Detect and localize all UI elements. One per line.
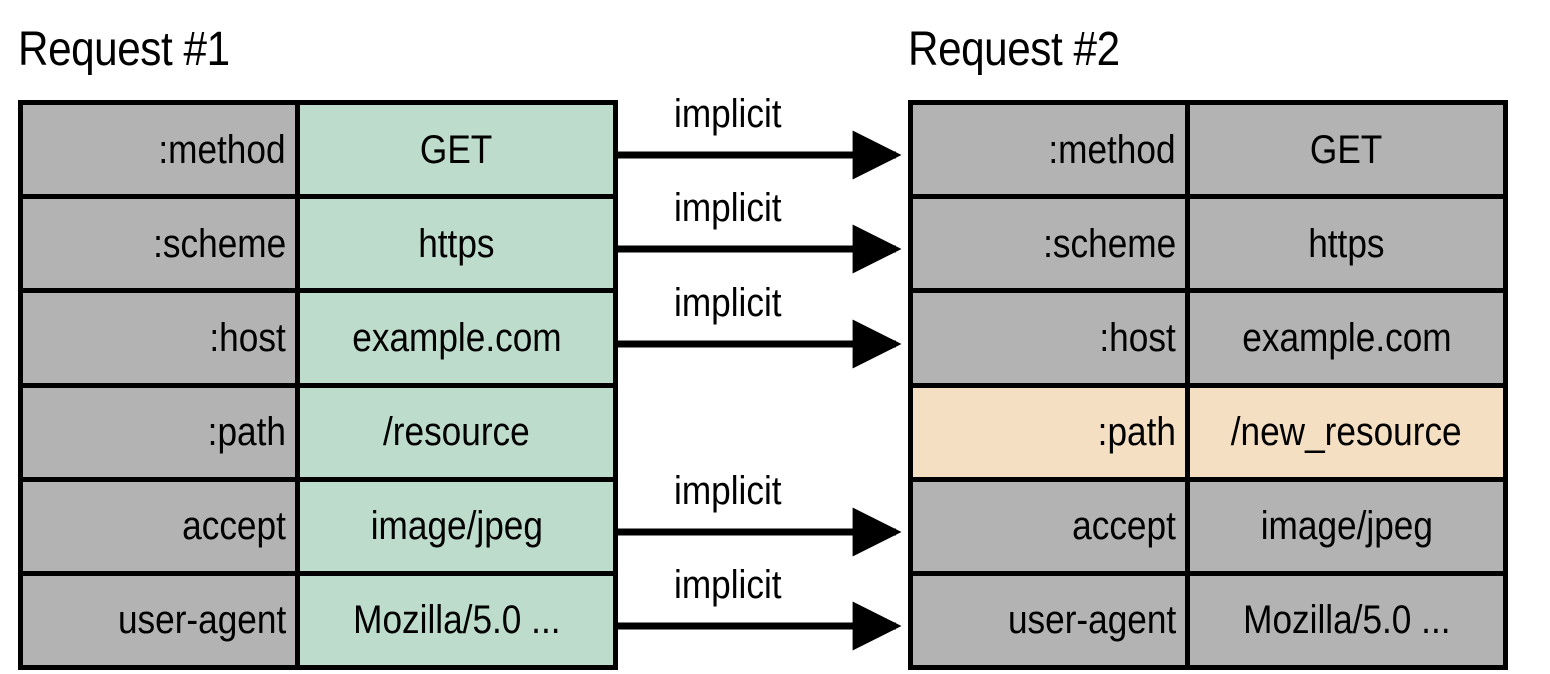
header-name-cell: :method: [23, 105, 300, 195]
header-value-text: GET: [420, 127, 493, 172]
header-name-text: :host: [209, 315, 286, 360]
implicit-label-accept: implicit: [674, 469, 782, 513]
implicit-label-method: implicit: [674, 92, 782, 136]
header-name-text: :scheme: [152, 221, 286, 266]
header-name-text: :path: [207, 410, 286, 455]
header-name-text: accept: [182, 504, 286, 549]
header-value-cell: GET: [300, 105, 613, 195]
header-value-text: Mozilla/5.0 ...: [352, 598, 561, 643]
table-row: accept image/jpeg: [23, 481, 613, 576]
header-value-cell: example.com: [300, 293, 613, 383]
header-name-cell: :host: [23, 293, 300, 383]
header-value-cell: Mozilla/5.0 ...: [1190, 575, 1503, 666]
implicit-label-scheme: implicit: [674, 186, 782, 230]
header-name-text: accept: [1072, 504, 1176, 549]
header-value-cell: image/jpeg: [300, 481, 613, 571]
page-title-request-1: Request #1: [18, 23, 230, 76]
table-row: user-agent Mozilla/5.0 ...: [913, 575, 1503, 666]
header-table-request-1: :method GET :scheme https :host example.…: [18, 100, 618, 670]
table-row: user-agent Mozilla/5.0 ...: [23, 575, 613, 666]
header-name-cell: accept: [23, 481, 300, 571]
header-value-cell: example.com: [1190, 293, 1503, 383]
implicit-label-host: implicit: [674, 281, 782, 325]
table-row: :method GET: [913, 105, 1503, 200]
header-value-text: GET: [1310, 127, 1383, 172]
header-value-text: https: [1308, 221, 1385, 266]
header-table-request-2: :method GET :scheme https :host example.…: [908, 100, 1508, 670]
header-name-text: :method: [158, 127, 286, 172]
header-name-cell: accept: [913, 481, 1190, 571]
header-value-text: image/jpeg: [1260, 504, 1433, 549]
header-name-cell: user-agent: [23, 575, 300, 666]
table-row: :scheme https: [913, 199, 1503, 294]
header-value-cell: image/jpeg: [1190, 481, 1503, 571]
header-value-text: example.com: [351, 315, 562, 360]
header-value-text: example.com: [1241, 315, 1452, 360]
header-value-text: /resource: [383, 410, 530, 455]
header-name-cell: user-agent: [913, 575, 1190, 666]
header-value-text: Mozilla/5.0 ...: [1242, 598, 1451, 643]
table-row: :host example.com: [913, 293, 1503, 388]
header-name-cell: :scheme: [23, 199, 300, 289]
table-row: :method GET: [23, 105, 613, 200]
header-name-cell: :scheme: [913, 199, 1190, 289]
header-name-cell-changed: :path: [913, 387, 1190, 477]
header-value-cell: /resource: [300, 387, 613, 477]
header-name-cell: :host: [913, 293, 1190, 383]
table-row: :scheme https: [23, 199, 613, 294]
page-title-request-2: Request #2: [908, 23, 1120, 76]
header-name-cell: :path: [23, 387, 300, 477]
header-value-cell: https: [300, 199, 613, 289]
table-row: :path /resource: [23, 387, 613, 482]
header-value-text: /new_resource: [1231, 410, 1462, 455]
table-row-changed: :path /new_resource: [913, 387, 1503, 482]
table-row: accept image/jpeg: [913, 481, 1503, 576]
header-value-cell: https: [1190, 199, 1503, 289]
header-name-text: :method: [1048, 127, 1176, 172]
table-row: :host example.com: [23, 293, 613, 388]
header-value-cell-changed: /new_resource: [1190, 387, 1503, 477]
header-name-text: user-agent: [117, 598, 286, 643]
header-value-cell: GET: [1190, 105, 1503, 195]
header-value-text: https: [418, 221, 495, 266]
header-value-text: image/jpeg: [370, 504, 543, 549]
header-value-cell: Mozilla/5.0 ...: [300, 575, 613, 666]
implicit-label-user-agent: implicit: [674, 563, 782, 607]
header-name-text: :scheme: [1042, 221, 1176, 266]
header-name-text: user-agent: [1007, 598, 1176, 643]
header-name-text: :path: [1097, 410, 1176, 455]
header-name-cell: :method: [913, 105, 1190, 195]
header-name-text: :host: [1099, 315, 1176, 360]
